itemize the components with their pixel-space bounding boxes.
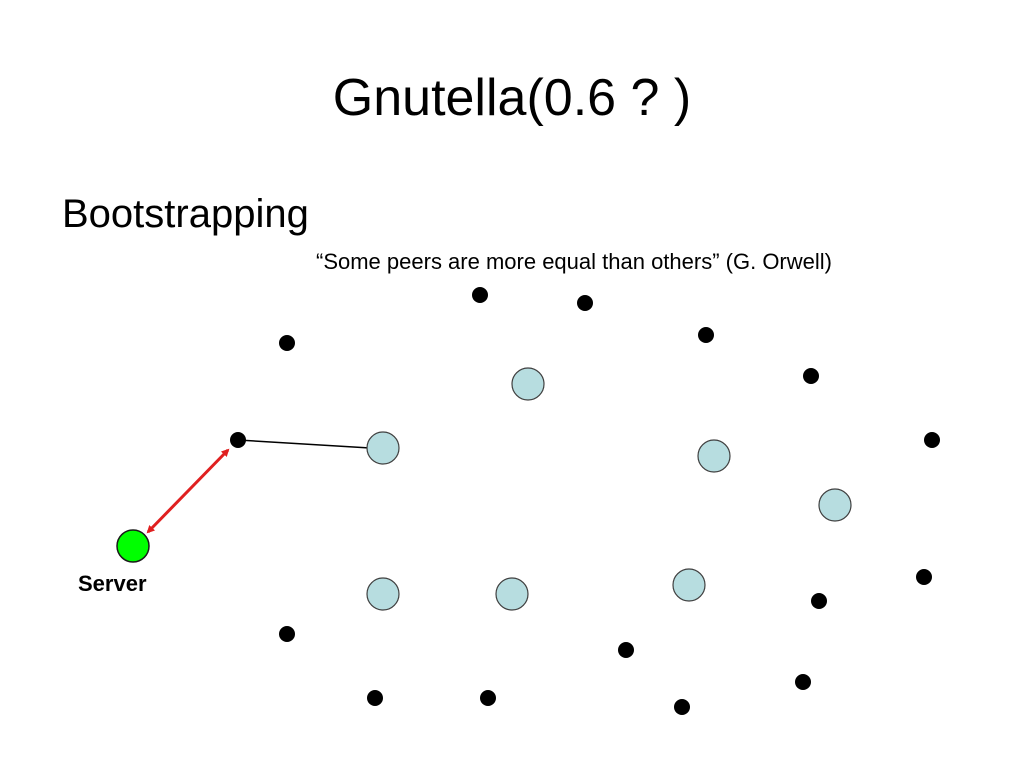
ultrapeer-node [495, 577, 529, 611]
server-node [116, 529, 150, 563]
peer-node [618, 642, 634, 658]
ultrapeer-node [697, 439, 731, 473]
ultrapeer-node [366, 577, 400, 611]
peer-node [279, 335, 295, 351]
peer-node [480, 690, 496, 706]
bootstrap-link-arrow [146, 448, 230, 534]
slide-subtitle: Bootstrapping [62, 192, 309, 236]
ultrapeer-node [672, 568, 706, 602]
peer-ultrapeer-connection [237, 439, 371, 449]
peer-node [698, 327, 714, 343]
peer-node [811, 593, 827, 609]
ultrapeer-node [818, 488, 852, 522]
ultrapeer-node [366, 431, 400, 465]
peer-node [230, 432, 246, 448]
peer-node [367, 690, 383, 706]
peer-node [924, 432, 940, 448]
peer-node [803, 368, 819, 384]
peer-node [916, 569, 932, 585]
ultrapeer-node [511, 367, 545, 401]
peer-node [577, 295, 593, 311]
peer-node [472, 287, 488, 303]
peer-node [279, 626, 295, 642]
slide-title: Gnutella(0.6 ? ) [332, 69, 692, 127]
server-label: Server [78, 571, 147, 596]
peer-node [795, 674, 811, 690]
peer-node [674, 699, 690, 715]
orwell-quote: “Some peers are more equal than others” … [316, 249, 832, 274]
